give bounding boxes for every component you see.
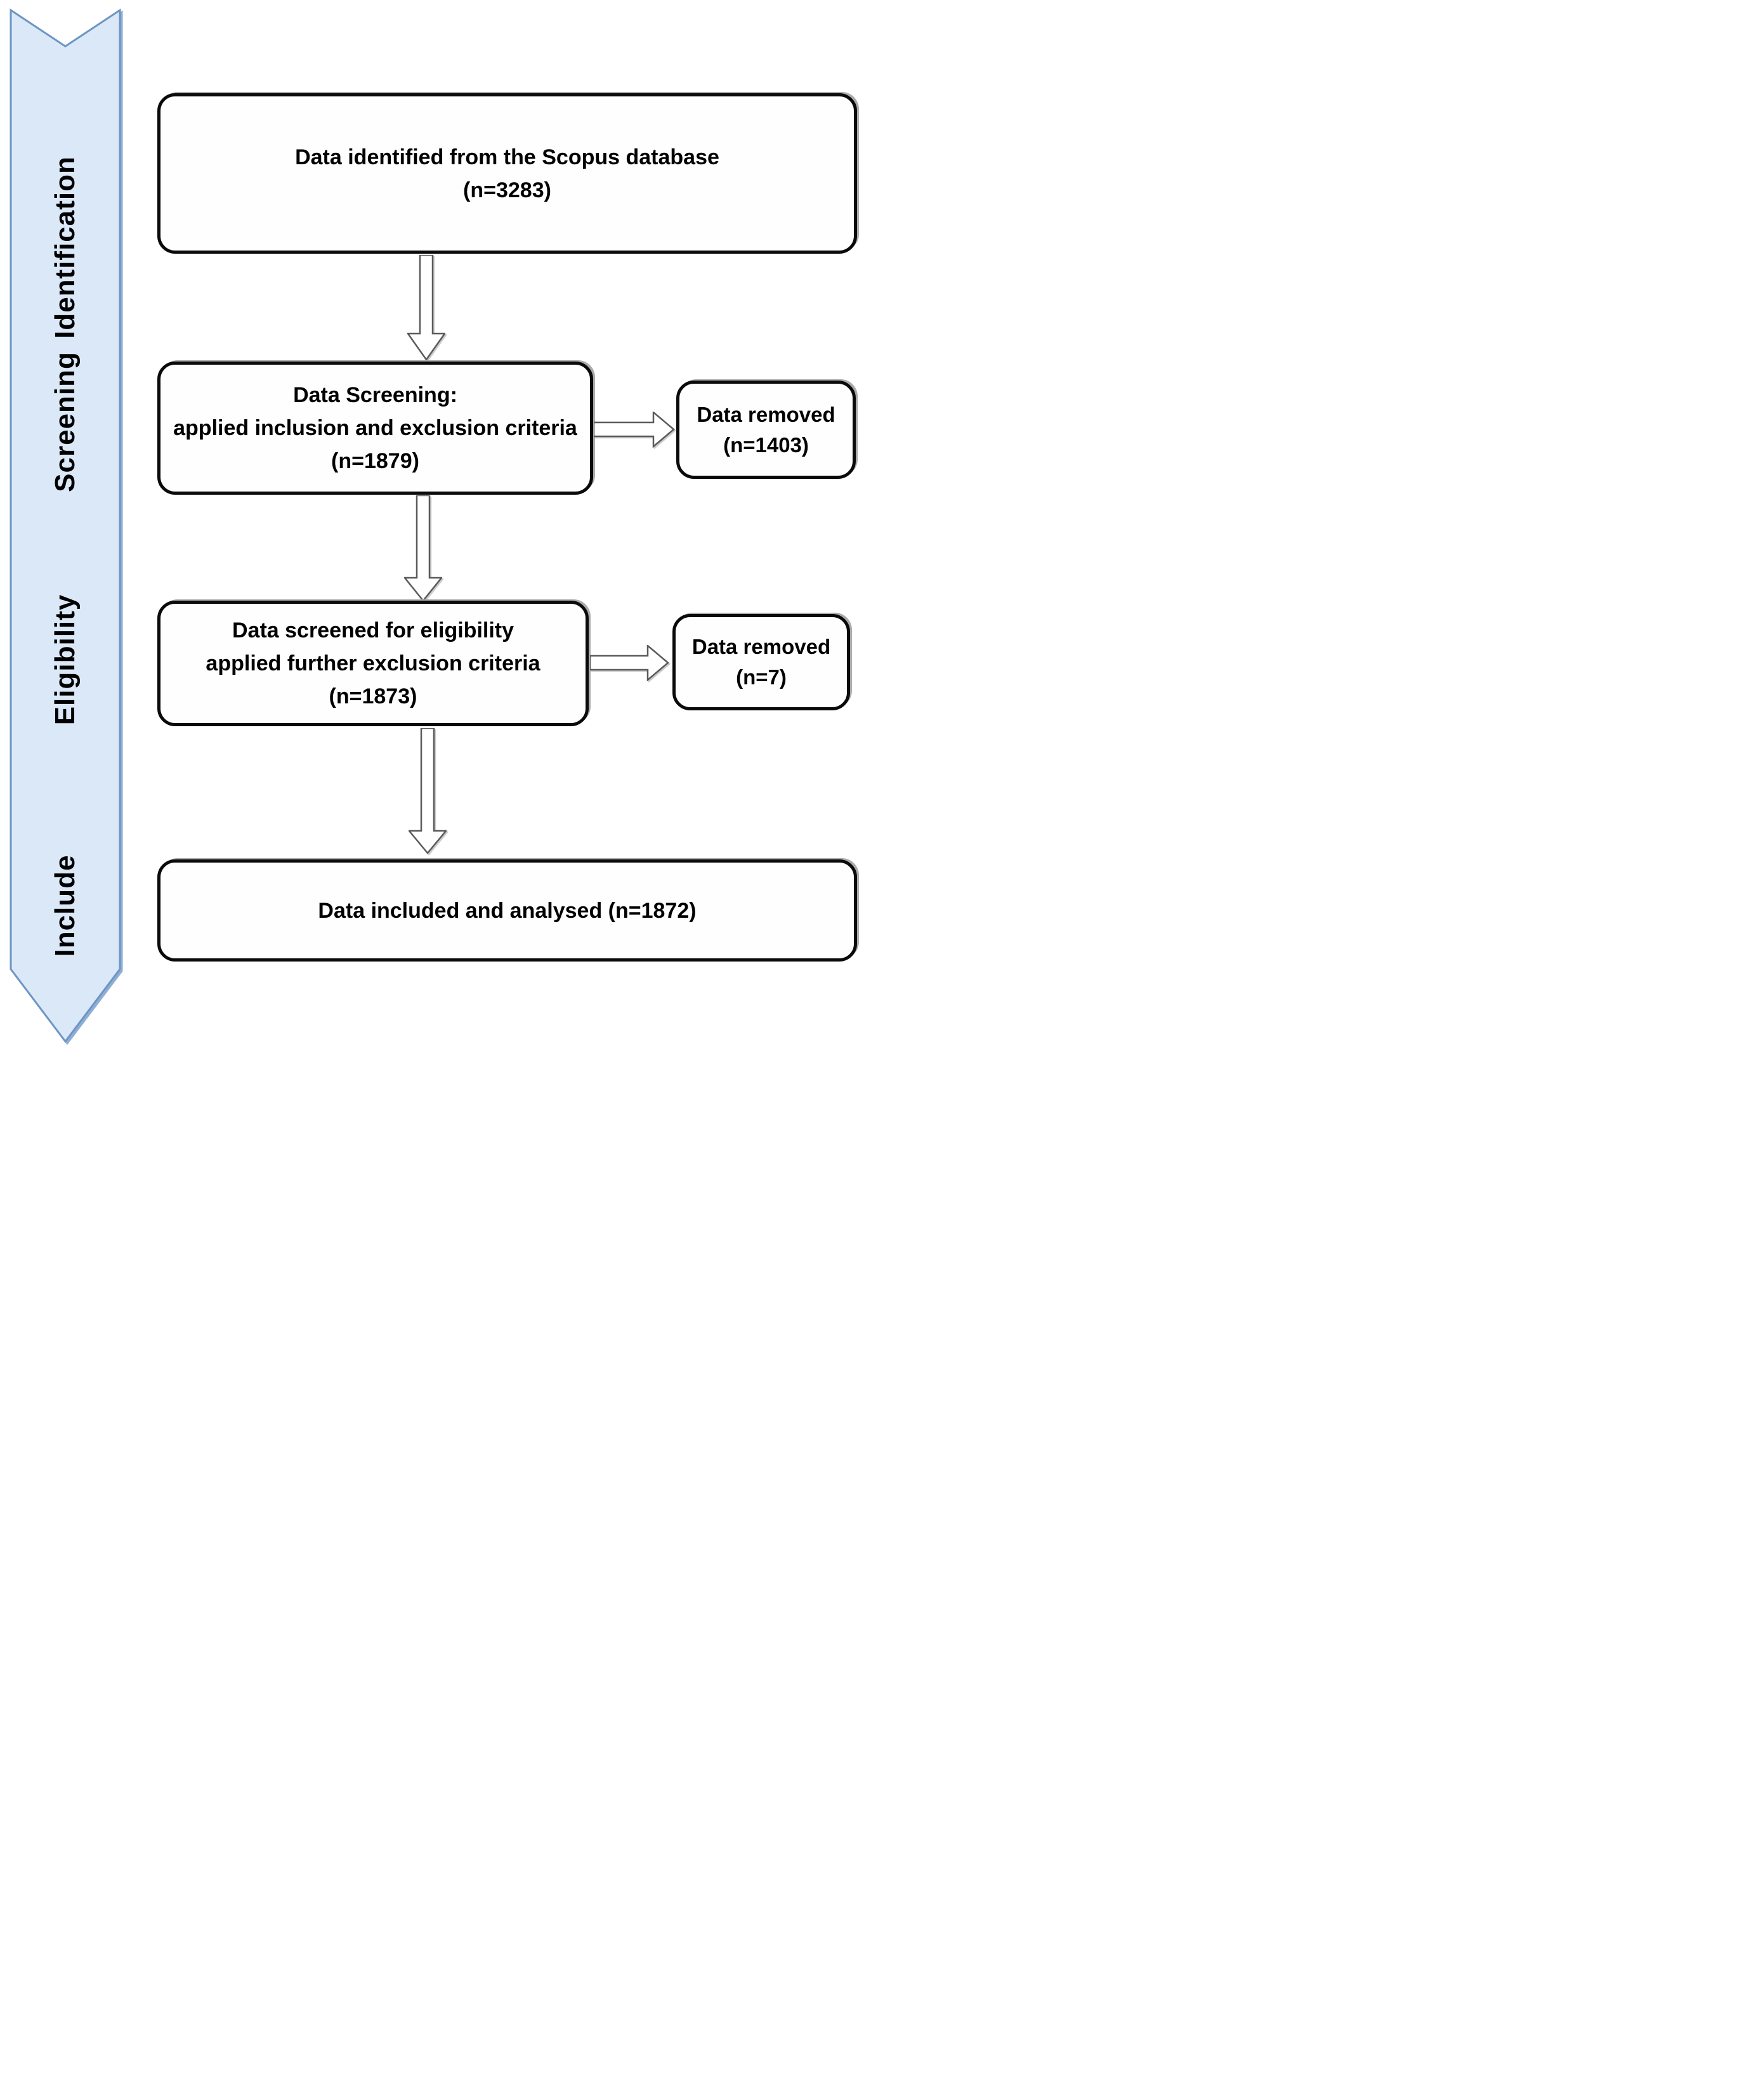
eligibility-removed-box: Data removed (n=7)	[672, 614, 850, 710]
identification-box-count: (n=3283)	[463, 178, 551, 202]
stage-label-eligibility: Eligibility	[49, 594, 81, 726]
arrow-eligibility-to-included	[409, 728, 447, 854]
screening-box-title: Data Screening:	[293, 383, 457, 407]
identification-box-text: Data identified from the Scopus database	[295, 145, 719, 169]
eligibility-box-text2: applied further exclusion criteria	[206, 651, 540, 675]
stage-label-screening: Screening	[49, 351, 81, 492]
stage-label-include: Include	[49, 854, 81, 957]
arrow-screening-to-removed	[594, 412, 675, 448]
screening-removed-count: (n=1403)	[723, 433, 809, 457]
eligibility-box-text: Data screened for eligibility	[232, 618, 514, 642]
arrow-identification-to-screening	[407, 255, 445, 360]
stage-ribbon-shape	[10, 8, 121, 1043]
prisma-flow-diagram: Identification Screening Eligibility Inc…	[0, 0, 871, 1050]
screening-box-text: applied inclusion and exclusion criteria	[173, 416, 577, 440]
identification-box: Data identified from the Scopus database…	[157, 93, 857, 254]
stage-label-identification: Identification	[49, 156, 81, 339]
eligibility-box: Data screened for eligibility applied fu…	[157, 601, 589, 726]
arrow-eligibility-to-removed	[590, 645, 669, 681]
eligibility-removed-text: Data removed	[691, 635, 831, 658]
screening-removed-box: Data removed (n=1403)	[676, 381, 856, 479]
arrow-screening-to-eligibility	[404, 495, 442, 601]
eligibility-removed-count: (n=7)	[736, 665, 787, 689]
stage-ribbon	[10, 8, 121, 1043]
screening-box-count: (n=1879)	[331, 449, 419, 473]
included-box-text: Data included and analysed (n=1872)	[318, 898, 697, 923]
screening-box: Data Screening: applied inclusion and ex…	[157, 362, 593, 495]
eligibility-box-count: (n=1873)	[329, 684, 417, 708]
included-box: Data included and analysed (n=1872)	[157, 859, 857, 962]
screening-removed-text: Data removed	[697, 402, 835, 426]
